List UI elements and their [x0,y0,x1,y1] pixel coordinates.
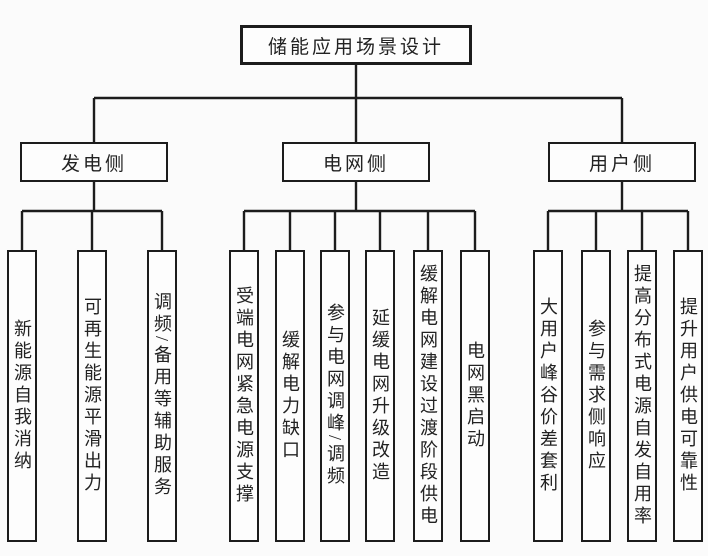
leaf-node: 提升用户供电可靠性 [673,250,703,542]
node-grid-side: 电网侧 [282,142,430,182]
leaf-node-label: 缓解电网建设过渡阶段供电 [418,264,438,528]
node-user-side-label: 用户侧 [588,153,655,175]
node-generation-side: 发电侧 [20,142,168,182]
leaf-node: 参与电网调峰/调频 [320,250,350,542]
leaf-node-label: 延缓电网升级改造 [370,308,390,484]
leaf-node: 参与需求侧响应 [581,250,611,542]
leaf-node-label: 受端电网紧急电源支撑 [234,286,254,506]
leaf-node: 新能源自我消纳 [7,250,37,542]
leaf-node-label: 缓解电力缺口 [280,330,300,462]
leaf-node: 缓解电网建设过渡阶段供电 [413,250,443,542]
leaf-node: 电网黑启动 [460,250,490,542]
root-node-label: 储能应用场景设计 [267,36,444,58]
leaf-node-label: 参与电网调峰/调频 [325,303,345,489]
leaf-node-label: 电网黑启动 [465,341,485,451]
leaf-node-label: 提升用户供电可靠性 [678,297,698,495]
leaf-node: 延缓电网升级改造 [365,250,395,542]
leaf-node-label: 调频/备用等辅助服务 [152,292,172,500]
tier2-connectors-user [546,182,690,250]
tier1-connectors [92,65,624,142]
leaf-node: 可再生能源平滑出力 [77,250,107,542]
leaf-node-label: 大用户峰谷价差套利 [538,297,558,495]
leaf-node-label: 可再生能源平滑出力 [82,297,102,495]
leaf-node: 调频/备用等辅助服务 [147,250,177,542]
node-generation-side-label: 发电侧 [60,153,127,175]
leaf-node-label: 参与需求侧响应 [586,319,606,473]
leaf-node-label: 新能源自我消纳 [12,319,32,473]
leaf-node: 提高分布式电源自发自用率 [627,250,657,542]
leaf-node: 缓解电力缺口 [275,250,305,542]
node-grid-side-label: 电网侧 [322,153,389,175]
node-user-side: 用户侧 [548,142,696,182]
leaf-node-label: 提高分布式电源自发自用率 [632,264,652,528]
tier2-connectors-grid [242,182,477,250]
tier2-connectors-generation [20,182,164,250]
root-node: 储能应用场景设计 [240,25,472,65]
leaf-node: 大用户峰谷价差套利 [533,250,563,542]
leaf-node: 受端电网紧急电源支撑 [229,250,259,542]
